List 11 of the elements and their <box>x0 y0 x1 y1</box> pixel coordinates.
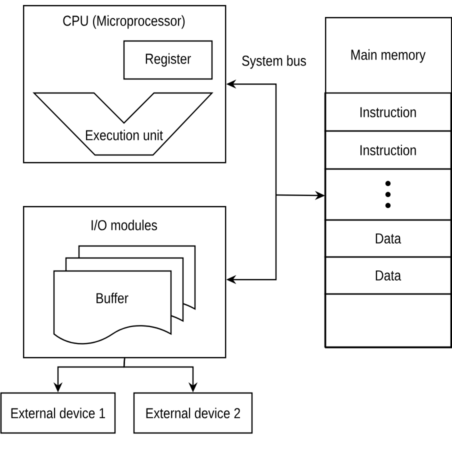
text-label: System bus <box>242 55 306 69</box>
memory-cell: Data <box>324 256 452 295</box>
device-box: External device 2 <box>133 392 253 434</box>
register-box: Register <box>123 40 213 80</box>
memory-cell: Instruction <box>324 130 452 170</box>
document-stack: Buffer <box>53 245 196 344</box>
device-box: External device 1 <box>0 392 116 434</box>
memory-cell <box>324 293 452 348</box>
memory-cell: Instruction <box>324 92 452 132</box>
memory-cell <box>324 168 452 221</box>
memory-cell: Data <box>324 219 452 258</box>
